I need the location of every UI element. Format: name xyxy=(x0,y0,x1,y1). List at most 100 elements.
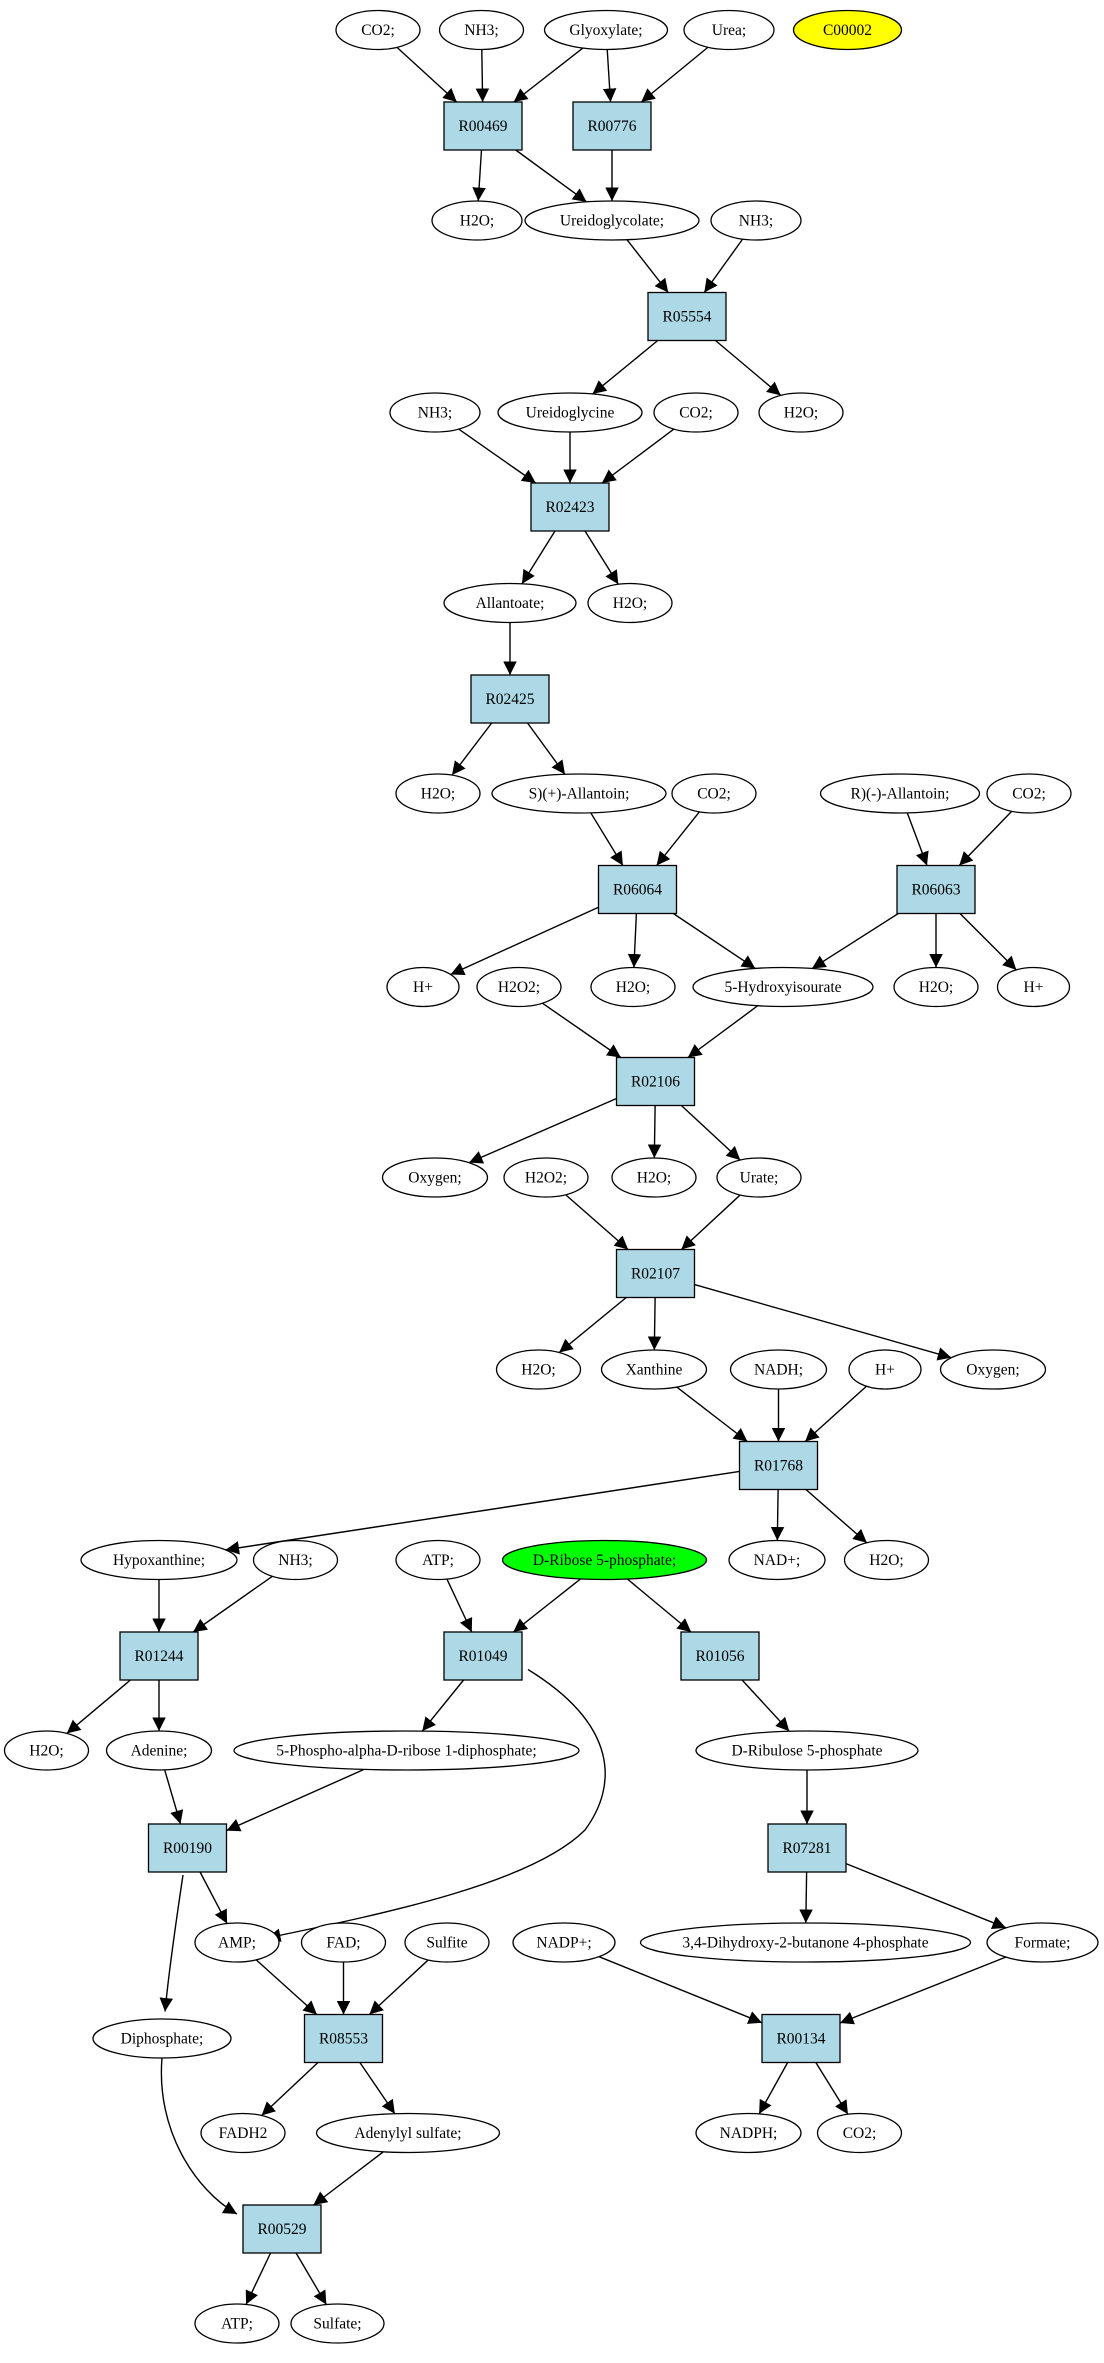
edge-co2_c-to-r06064 xyxy=(657,812,700,866)
node-label: NADP+; xyxy=(536,1935,591,1952)
compound-node-h2o_g: H2O; xyxy=(611,1157,697,1198)
compound-ellipse xyxy=(729,1349,828,1390)
compound-ellipse xyxy=(816,2112,903,2154)
compound-node-h2o_b: H2O; xyxy=(758,392,844,433)
compound-node-urate: Urate; xyxy=(716,1157,802,1198)
compound-node-urea: Urea; xyxy=(683,9,775,51)
edge-co2_a-to-r00469 xyxy=(397,47,457,102)
node-label: AMP; xyxy=(218,1935,256,1952)
compound-ellipse xyxy=(404,1922,490,1963)
reaction-node-r08553: R08553 xyxy=(303,2013,384,2064)
node-label: D-Ribulose 5-phosphate xyxy=(731,1743,882,1760)
compound-ellipse xyxy=(524,200,700,241)
compound-node-h2o_j: H2O; xyxy=(3,1730,90,1771)
edge-formate-to-r00134 xyxy=(840,1957,1006,2025)
compound-ellipse xyxy=(252,1539,339,1581)
compound-ellipse xyxy=(692,966,874,1008)
node-label: CO2; xyxy=(1012,786,1046,803)
compound-ellipse xyxy=(939,1349,1047,1390)
node-label: R00190 xyxy=(163,1840,212,1857)
reaction-box xyxy=(738,1440,819,1491)
node-label: 5-Hydroxyisourate xyxy=(724,979,841,996)
edge-r02106-to-urate xyxy=(681,1106,740,1161)
node-label: R05554 xyxy=(662,309,711,326)
node-label: R02107 xyxy=(631,1266,680,1283)
edges-layer xyxy=(67,47,1017,2304)
edge-r02423-to-h2o_c xyxy=(585,531,618,584)
node-label: NH3; xyxy=(739,213,773,230)
compound-node-r_allantoin: R)(-)-Allantoin; xyxy=(819,773,981,814)
compound-node-hplus_b: H+ xyxy=(996,966,1071,1008)
edge-r02425-to-h2o_d xyxy=(452,723,492,775)
node-label: Ureidoglycolate; xyxy=(560,213,664,230)
compound-node-h2o_i: H2O; xyxy=(843,1539,930,1581)
compound-ellipse xyxy=(543,9,669,51)
compound-node-hplus_a: H+ xyxy=(386,966,460,1008)
node-label: R00134 xyxy=(776,2031,825,2048)
compound-node-hplus_c: H+ xyxy=(848,1349,922,1390)
edge-co2_d-to-r06063 xyxy=(959,811,1012,865)
compound-ellipse xyxy=(695,1730,919,1771)
edge-r01056-to-ribulose5p xyxy=(742,1680,789,1731)
edge-r08553-to-fadh2 xyxy=(262,2063,318,2116)
compound-ellipse xyxy=(587,582,673,624)
reaction-node-r02423: R02423 xyxy=(530,482,610,532)
compound-node-nadpplus: NADP+; xyxy=(512,1922,616,1963)
edge-ribose5p-to-r01056 xyxy=(627,1579,691,1632)
node-label: ATP; xyxy=(422,1552,454,1569)
edge-hplus_c-to-r01768 xyxy=(805,1386,866,1441)
compound-ellipse xyxy=(710,200,802,241)
reaction-box xyxy=(147,1823,228,1873)
compound-ellipse xyxy=(495,1349,582,1390)
node-label: Glyoxylate; xyxy=(569,22,642,39)
compound-node-adenylylsulfate: Adenylyl sulfate; xyxy=(315,2112,501,2154)
edge-r02425-to-s_allantoin xyxy=(528,723,565,774)
compound-ellipse xyxy=(431,200,523,241)
compound-ellipse xyxy=(200,2112,286,2154)
compound-node-hydroxyisourate: 5-Hydroxyisourate xyxy=(692,966,874,1008)
reaction-node-r00134: R00134 xyxy=(761,2013,841,2064)
edge-r06064-to-h2o_e xyxy=(627,914,642,968)
node-label: H+ xyxy=(875,1362,895,1379)
node-label: 3,4-Dihydroxy-2-butanone 4-phosphate xyxy=(682,1935,928,1952)
compound-node-nh3_c: NH3; xyxy=(389,392,481,433)
compound-ellipse xyxy=(395,1539,481,1581)
node-label: H2O; xyxy=(784,405,818,422)
reaction-box xyxy=(767,1823,847,1873)
reaction-node-r00469: R00469 xyxy=(443,101,523,151)
edge-r02423-to-allantoate xyxy=(522,531,555,584)
edge-r00190-to-diphosphate xyxy=(159,1875,183,2012)
edge-urate-to-r02107 xyxy=(681,1195,740,1250)
node-label: H2O; xyxy=(869,1552,903,1569)
node-label: CO2; xyxy=(361,22,395,39)
node-label: ATP; xyxy=(221,2316,253,2333)
node-label: R)(-)-Allantoin; xyxy=(850,786,949,803)
compound-ellipse xyxy=(683,9,775,51)
edge-co2_b-to-r02423 xyxy=(602,429,674,483)
node-label: Adenylyl sulfate; xyxy=(354,2125,461,2142)
edge-urea-to-r00776 xyxy=(641,47,708,102)
compound-node-sulfate: Sulfate; xyxy=(290,2303,385,2344)
edge-r06064-to-hydroxyisourate xyxy=(673,914,755,969)
node-label: R02423 xyxy=(545,499,594,516)
node-label: NH3; xyxy=(418,405,452,422)
node-label: Oxygen; xyxy=(966,1362,1019,1379)
reaction-node-r00190: R00190 xyxy=(147,1823,228,1873)
node-label: H2O2; xyxy=(525,1170,567,1187)
compound-ellipse xyxy=(611,1157,697,1198)
reaction-node-r06064: R06064 xyxy=(597,864,678,915)
compound-node-co2_b: CO2; xyxy=(653,392,739,433)
edge-r02107-to-xanthine xyxy=(647,1298,662,1351)
node-label: NADPH; xyxy=(720,2125,778,2142)
node-label: R02106 xyxy=(631,1074,680,1091)
node-label: R00529 xyxy=(257,2221,306,2238)
edge-r02107-to-h2o_h xyxy=(559,1298,626,1353)
compound-node-co2_d: CO2; xyxy=(986,773,1072,814)
edge-ribose5p-to-r01049 xyxy=(513,1579,580,1632)
compound-ellipse xyxy=(497,392,643,433)
node-label: H2O; xyxy=(613,595,647,612)
edge-r07281-to-formate xyxy=(846,1864,1006,1930)
node-label: CO2; xyxy=(843,2125,877,2142)
compound-ellipse xyxy=(105,1730,213,1771)
node-label: H2O; xyxy=(521,1362,555,1379)
